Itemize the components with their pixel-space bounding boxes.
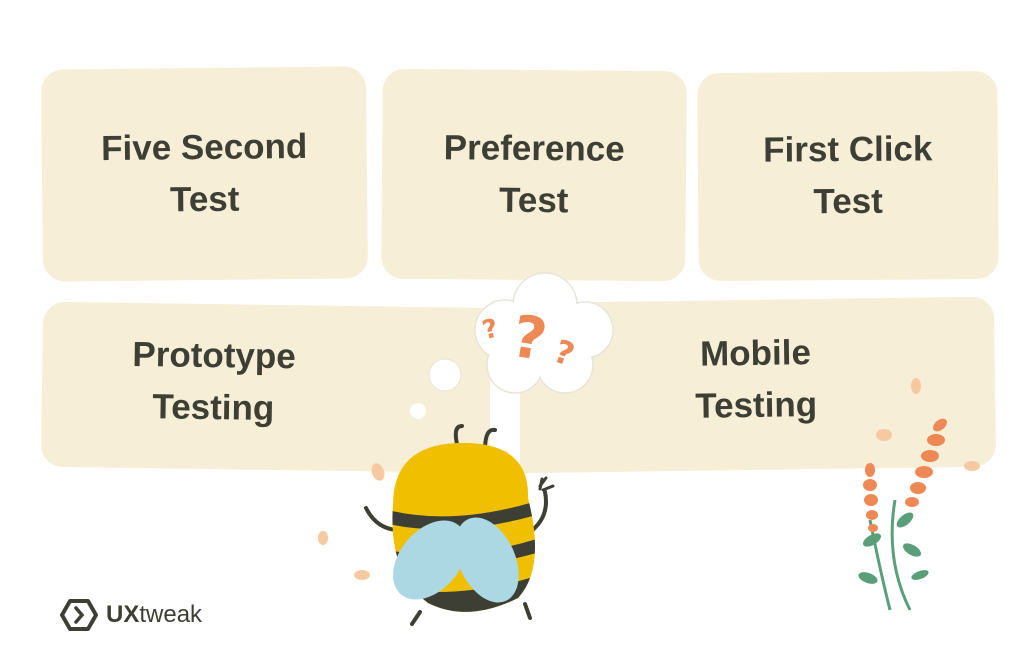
uxtweak-hexagon-icon <box>60 599 98 631</box>
thought-cloud-icon: ? ? ? <box>410 272 614 419</box>
logo-text: UXtweak <box>106 601 202 629</box>
svg-text:?: ? <box>479 313 501 346</box>
logo-brand-bold: UX <box>106 601 140 628</box>
bee-icon <box>364 424 555 626</box>
uxtweak-logo: UXtweak <box>60 598 202 632</box>
logo-brand-rest: tweak <box>139 601 203 628</box>
lavender-icon <box>858 418 947 611</box>
